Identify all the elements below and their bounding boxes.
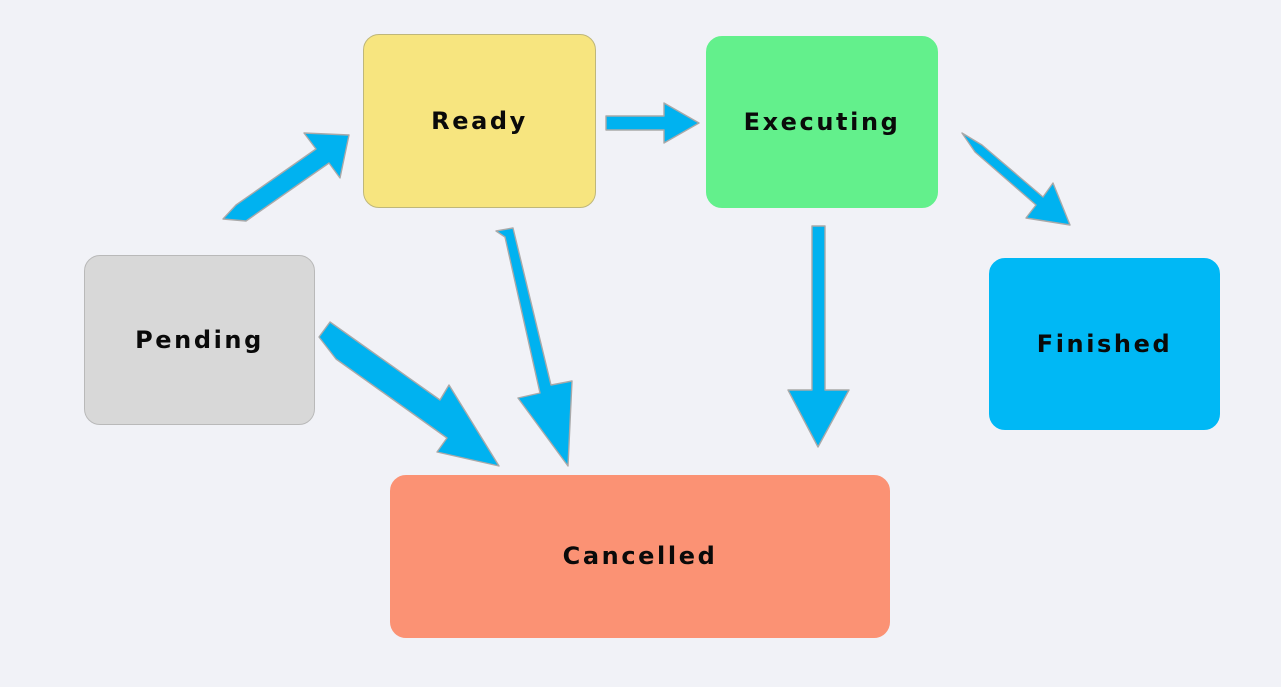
edge-executing-to-cancelled xyxy=(787,225,850,448)
edge-ready-to-executing xyxy=(605,102,700,144)
node-finished[interactable]: Finished xyxy=(989,258,1220,430)
edge-pending-to-cancelled xyxy=(318,321,500,467)
edge-pending-to-ready xyxy=(222,132,350,222)
node-cancelled-label: Cancelled xyxy=(562,542,718,571)
node-executing[interactable]: Executing xyxy=(706,36,938,208)
node-ready-label: Ready xyxy=(431,106,528,135)
edge-ready-to-cancelled xyxy=(495,227,573,467)
node-executing-label: Executing xyxy=(743,107,901,136)
node-pending-label: Pending xyxy=(135,325,264,354)
node-ready[interactable]: Ready xyxy=(363,34,596,208)
node-pending[interactable]: Pending xyxy=(84,255,315,425)
node-finished-label: Finished xyxy=(1036,329,1173,358)
node-cancelled[interactable]: Cancelled xyxy=(390,475,890,638)
